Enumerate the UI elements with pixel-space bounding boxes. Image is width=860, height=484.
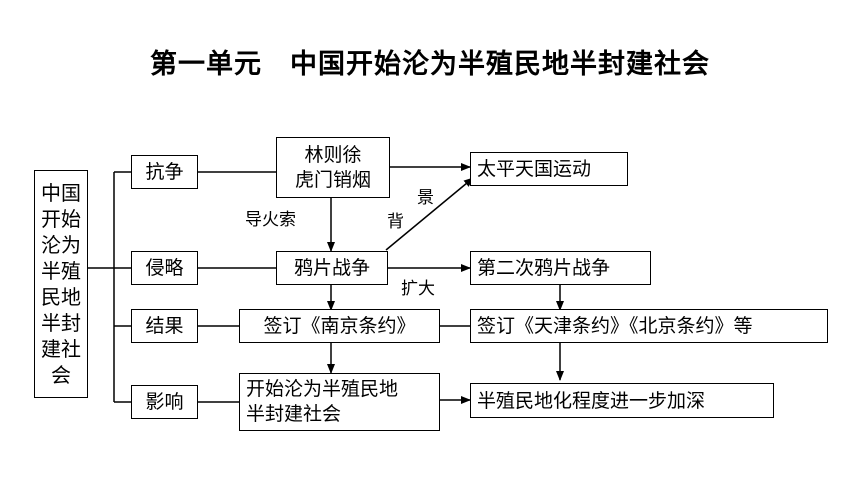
edge-label-background-2: 背 xyxy=(387,212,404,232)
edge-label-background-1: 景 xyxy=(417,188,434,208)
edge-label-expand: 扩大 xyxy=(401,279,435,299)
node-taiping: 太平天国运动 xyxy=(470,152,628,186)
background-arrow xyxy=(385,177,474,251)
node-deepening: 半殖民地化程度进一步加深 xyxy=(470,383,774,418)
node-semi-colonial-start: 开始沦为半殖民地 半封建社会 xyxy=(239,373,440,431)
root-box: 中国 开始 沦为 半殖 民地 半封 建社 会 xyxy=(34,170,88,398)
edge-label-fuse: 导火索 xyxy=(245,210,296,230)
node-lin-zexu: 林则徐 虎门销烟 xyxy=(276,137,390,198)
category-invasion: 侵略 xyxy=(131,251,198,285)
node-second-opium-war: 第二次鸦片战争 xyxy=(470,251,651,285)
category-struggle: 抗争 xyxy=(131,155,198,189)
node-opium-war: 鸦片战争 xyxy=(276,251,388,285)
node-tianjin-beijing-treaty: 签订《天津条约》《北京条约》等 xyxy=(470,309,828,343)
root-text: 中国 开始 沦为 半殖 民地 半封 建社 会 xyxy=(41,181,81,387)
page-title: 第一单元 中国开始沦为半殖民地半封建社会 xyxy=(150,49,710,80)
category-impact: 影响 xyxy=(131,385,198,419)
category-result: 结果 xyxy=(131,309,198,343)
node-nanjing-treaty: 签订《南京条约》 xyxy=(239,309,440,343)
